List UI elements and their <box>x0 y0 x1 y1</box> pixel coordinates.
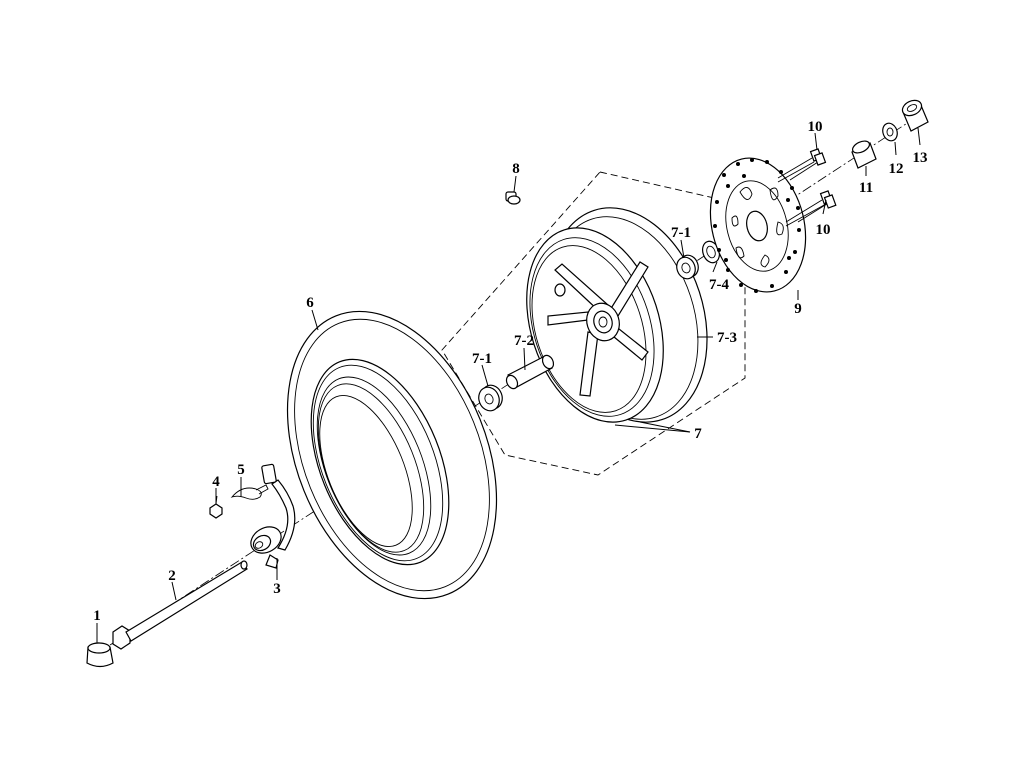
part-11-collar[interactable] <box>851 139 877 169</box>
part-7-3-wheel-rim[interactable] <box>503 187 733 443</box>
part-5-cable-clip[interactable] <box>230 484 269 500</box>
label-part-7-2: 7-2 <box>514 333 534 349</box>
label-part-7-1-upper: 7-1 <box>671 225 691 241</box>
label-part-10-upper: 10 <box>808 119 823 135</box>
label-part-12: 12 <box>889 161 904 177</box>
part-8-valve[interactable] <box>505 191 521 205</box>
part-2-axle-bolt[interactable] <box>112 560 248 650</box>
label-part-7-3: 7-3 <box>717 330 737 346</box>
label-part-11: 11 <box>859 180 873 196</box>
label-part-7-4: 7-4 <box>709 277 729 293</box>
label-part-1: 1 <box>93 608 101 624</box>
label-part-4: 4 <box>212 474 220 490</box>
label-part-7-1-lower: 7-1 <box>472 351 492 367</box>
part-7-1-bearing-right[interactable] <box>674 253 701 282</box>
part-13-outer-cap[interactable] <box>900 97 929 132</box>
part-10-bolt-upper[interactable] <box>777 148 827 183</box>
label-part-6: 6 <box>306 295 314 311</box>
label-part-2: 2 <box>168 568 176 584</box>
part-7-2-spacer[interactable] <box>504 353 555 390</box>
label-part-5: 5 <box>237 462 245 478</box>
label-part-10-lower: 10 <box>816 222 831 238</box>
part-9-brake-disc[interactable] <box>697 148 819 302</box>
part-1-axle-cap[interactable] <box>86 642 114 668</box>
part-6-tyre[interactable] <box>248 280 537 629</box>
label-part-7: 7 <box>694 426 702 442</box>
part-12-washer[interactable] <box>880 121 899 143</box>
label-part-13: 13 <box>913 150 928 166</box>
part-7-1-bearing-left[interactable] <box>475 382 505 413</box>
label-part-3: 3 <box>273 581 281 597</box>
label-part-8: 8 <box>512 161 520 177</box>
part-3-speedometer-gearbox[interactable] <box>246 463 296 569</box>
label-part-9: 9 <box>794 301 802 317</box>
leader-lines <box>96 127 921 643</box>
